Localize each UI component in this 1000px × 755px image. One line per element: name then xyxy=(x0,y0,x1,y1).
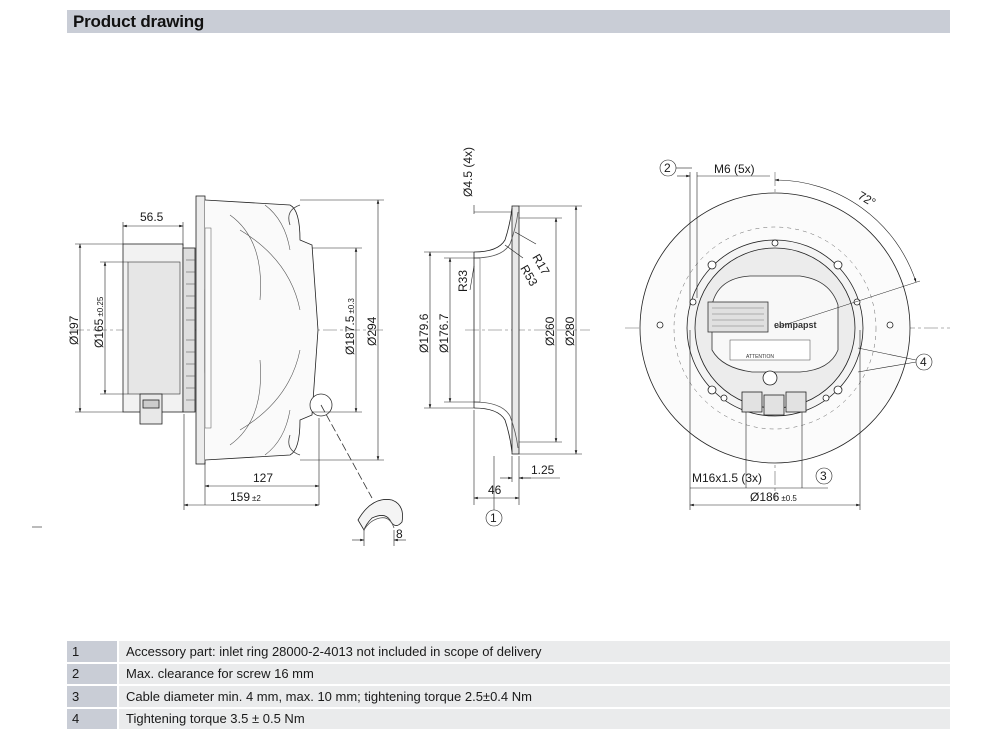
dim-angle-72: 72° xyxy=(856,188,879,209)
dim-dia-179-6: Ø179.6 xyxy=(417,313,431,353)
dim-m6: M6 (5x) xyxy=(714,162,755,176)
brand-logo-text: ebmpapst xyxy=(774,320,817,330)
callout-2: 2 xyxy=(664,161,671,175)
dim-dia-260: Ø260 xyxy=(543,316,557,346)
impeller-outline xyxy=(204,199,319,461)
svg-text:159±2: 159±2 xyxy=(230,490,261,504)
note-text: Tightening torque 3.5 ± 0.5 Nm xyxy=(119,708,950,731)
svg-text:Ø176.7: Ø176.7 xyxy=(437,313,451,353)
note-number: 3 xyxy=(67,686,119,709)
dim-159: 159 xyxy=(230,490,250,504)
inlet-ring-view xyxy=(465,205,590,455)
dim-m16: M16x1.5 (3x) xyxy=(692,471,762,485)
dim-56-5: 56.5 xyxy=(140,210,164,224)
dim-dia-176-7: Ø176.7 xyxy=(437,313,451,353)
dim-1-25: 1.25 xyxy=(531,463,555,477)
note-row: 4 Tightening torque 3.5 ± 0.5 Nm xyxy=(67,708,950,731)
note-row: 1 Accessory part: inlet ring 28000-2-401… xyxy=(67,641,950,664)
section-header: Product drawing xyxy=(67,10,950,33)
front-dims xyxy=(659,159,933,510)
note-row: 2 Max. clearance for screw 16 mm xyxy=(67,663,950,686)
dim-dia-294: Ø294 xyxy=(365,316,379,346)
dim-dia-187-5: Ø187.5 xyxy=(343,315,357,355)
warning-label: ATTENTION xyxy=(746,354,774,360)
note-number: 1 xyxy=(67,641,119,664)
inlet-dims xyxy=(424,205,582,527)
svg-text:Ø186±0.5: Ø186±0.5 xyxy=(750,490,797,504)
note-row: 3 Cable diameter min. 4 mm, max. 10 mm; … xyxy=(67,686,950,709)
cable-gland xyxy=(139,393,163,425)
svg-text:Ø280: Ø280 xyxy=(563,316,577,346)
dim-46: 46 xyxy=(488,483,502,497)
dim-8: 8 xyxy=(396,527,403,541)
section-title: Product drawing xyxy=(73,12,205,31)
side-dim-labels: 56.5 Ø197 Ø165±0.25 Ø187.5±0.3 Ø294 127 … xyxy=(67,210,403,541)
callout-1: 1 xyxy=(490,511,497,525)
note-text: Max. clearance for screw 16 mm xyxy=(119,663,950,686)
svg-text:Ø179.6: Ø179.6 xyxy=(417,313,431,353)
svg-text:Ø4.5 (4x): Ø4.5 (4x) xyxy=(461,147,475,197)
svg-text:Ø187.5±0.3: Ø187.5±0.3 xyxy=(343,298,357,355)
note-number: 4 xyxy=(67,708,119,731)
side-view xyxy=(70,195,403,531)
inlet-dim-labels: Ø4.5 (4x) R17 R53 R33 Ø179.6 Ø176.7 Ø260… xyxy=(417,147,577,525)
side-dims xyxy=(75,199,406,546)
note-number: 2 xyxy=(67,663,119,686)
dim-dia-165: Ø165 xyxy=(92,318,106,348)
front-view xyxy=(625,172,950,500)
dim-hole-4-5: Ø4.5 (4x) xyxy=(461,147,475,197)
notes-table: 1 Accessory part: inlet ring 28000-2-401… xyxy=(67,641,950,731)
dim-dia-197: Ø197 xyxy=(67,315,81,345)
dim-r33: R33 xyxy=(456,270,470,292)
svg-text:Ø260: Ø260 xyxy=(543,316,557,346)
back-plate xyxy=(195,195,206,465)
callout-4: 4 xyxy=(920,355,927,369)
svg-text:Ø165±0.25: Ø165±0.25 xyxy=(92,296,106,348)
callout-3: 3 xyxy=(820,469,827,483)
dim-dia-280: Ø280 xyxy=(563,316,577,346)
technical-drawing: 56.5 Ø197 Ø165±0.25 Ø187.5±0.3 Ø294 127 … xyxy=(32,147,950,546)
note-text: Accessory part: inlet ring 28000-2-4013 … xyxy=(119,641,950,664)
dim-dia-186: Ø186 xyxy=(750,490,780,504)
dim-127: 127 xyxy=(253,471,273,485)
detail-section xyxy=(357,499,403,531)
svg-text:Ø197: Ø197 xyxy=(67,315,81,345)
svg-text:Ø294: Ø294 xyxy=(365,316,379,346)
note-text: Cable diameter min. 4 mm, max. 10 mm; ti… xyxy=(119,686,950,709)
